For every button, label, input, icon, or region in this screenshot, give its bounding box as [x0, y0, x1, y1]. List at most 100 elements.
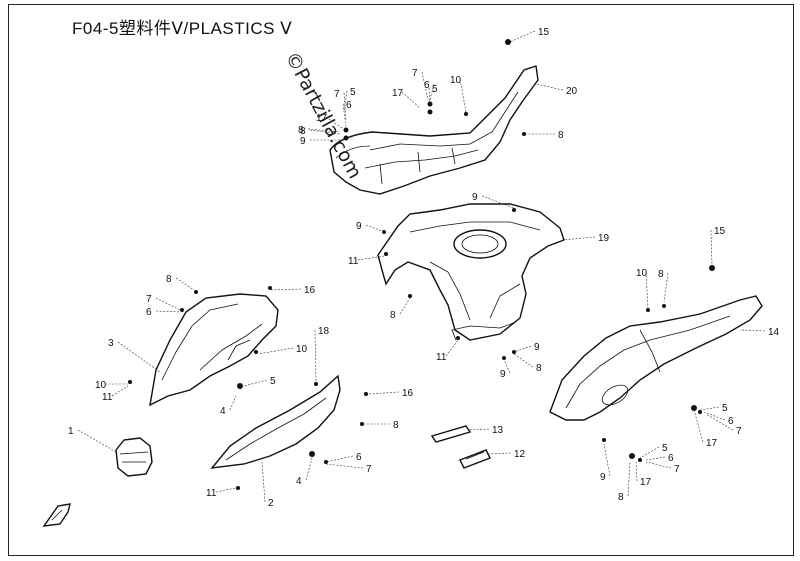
callout-8: 8 [166, 274, 195, 291]
callout-leader-line [503, 359, 511, 374]
callout-leader-line [645, 271, 649, 309]
callout-number: 18 [318, 326, 330, 337]
callout-7: 7 [412, 68, 429, 101]
callout-16: 16 [269, 285, 316, 296]
callout-number: 8 [390, 310, 396, 321]
callout-9: 9 [513, 342, 540, 353]
part-13-strip [430, 425, 472, 443]
callout-number: 6 [728, 416, 734, 427]
callout-number: 1 [68, 426, 74, 437]
callout-number: 11 [206, 488, 217, 499]
callout-14: 14 [739, 327, 780, 338]
callout-leader-line [365, 224, 385, 233]
callout-number: 9 [356, 221, 362, 232]
callout-number: 8 [618, 492, 624, 503]
callout-leader-line [325, 455, 354, 463]
callout-leader-line [77, 429, 117, 453]
callout-7: 7 [325, 463, 372, 475]
callout-number: 16 [304, 285, 316, 296]
callout-number: 12 [514, 449, 526, 460]
callout-3: 3 [108, 338, 161, 373]
part-3-left-side-panel [149, 293, 279, 407]
callout-leader-line [343, 90, 348, 113]
callout-leader-line [487, 452, 512, 455]
callout-number: 6 [356, 452, 362, 463]
callout-leader-line [645, 461, 672, 469]
callout-number: 17 [316, 113, 328, 124]
callout-number: 17 [640, 477, 652, 488]
callout-9: 9 [300, 136, 344, 147]
callout-leader-line [445, 339, 459, 357]
callout-leader-line [325, 116, 343, 129]
callout-number: 11 [436, 352, 447, 363]
callout-number: 8 [298, 125, 304, 136]
callout-leader-line [305, 457, 313, 481]
callout-12: 12 [487, 449, 526, 460]
callout-8: 8 [658, 269, 669, 303]
part-14-right-side-panel [549, 295, 763, 421]
callout-6: 6 [703, 411, 734, 427]
callout-leader-line [261, 461, 266, 503]
callout-10: 10 [450, 75, 467, 113]
part-20-upper-cover [329, 65, 539, 195]
callout-4: 4 [296, 457, 313, 487]
part-1-bracket [115, 437, 153, 477]
callout-17: 17 [316, 113, 343, 129]
callout-leader-line [645, 456, 666, 461]
callout-number: 16 [402, 388, 414, 399]
callout-number: 5 [270, 376, 276, 387]
callout-number: 7 [736, 426, 742, 437]
callout-leader-line [509, 30, 536, 43]
callout-13: 13 [467, 425, 504, 436]
callout-leader-line [710, 229, 713, 267]
callout-16: 16 [367, 388, 414, 399]
callout-number: 4 [296, 476, 302, 487]
part-2-lower-left-cover [210, 374, 341, 469]
callout-number: 5 [662, 443, 668, 454]
callout-leader-line [314, 329, 317, 383]
callout-number: 17 [392, 88, 404, 99]
callout-leader-line [603, 443, 611, 477]
callout-number: 15 [538, 27, 550, 38]
callout-6: 6 [645, 453, 674, 464]
callout-leader-line [635, 461, 638, 482]
callout-number: 5 [432, 84, 438, 95]
callout-leader-line [421, 71, 429, 101]
callout-number: 7 [674, 464, 680, 475]
callout-number: 11 [102, 392, 113, 403]
callout-10: 10 [95, 380, 128, 391]
callout-8: 8 [362, 420, 399, 431]
fastener-markers [128, 39, 715, 490]
callout-9: 9 [600, 443, 611, 483]
callout-number: 10 [296, 344, 308, 355]
callout-leader-line [401, 91, 421, 109]
callout-18: 18 [314, 326, 330, 383]
callout-leader-line [428, 87, 431, 105]
callout-9: 9 [472, 192, 515, 209]
callout-number: 10 [450, 75, 462, 86]
callout-10: 10 [257, 344, 308, 355]
callout-leader-line [663, 272, 669, 303]
callout-number: 5 [722, 403, 728, 414]
callout-17: 17 [693, 409, 718, 449]
callout-leader-line [229, 395, 237, 411]
callout-leader-line [467, 428, 490, 431]
callout-leader-line [627, 461, 631, 497]
callout-leader-line [155, 297, 185, 313]
callout-leader-line [639, 446, 660, 459]
callout-5: 5 [428, 84, 438, 105]
callout-number: 20 [566, 86, 578, 97]
callout-number: 6 [346, 100, 352, 111]
callout-number: 8 [558, 130, 564, 141]
callout-leader-line [117, 341, 161, 373]
callout-number: 3 [108, 338, 114, 349]
callout-leader-line [427, 83, 435, 109]
callout-leader-line [269, 288, 302, 291]
callout-11: 11 [102, 385, 129, 403]
callout-number: 7 [366, 464, 372, 475]
callout-8: 8 [390, 297, 411, 321]
callout-leader-line [257, 347, 294, 355]
callout-7: 7 [645, 461, 680, 475]
callout-11: 11 [348, 255, 385, 267]
